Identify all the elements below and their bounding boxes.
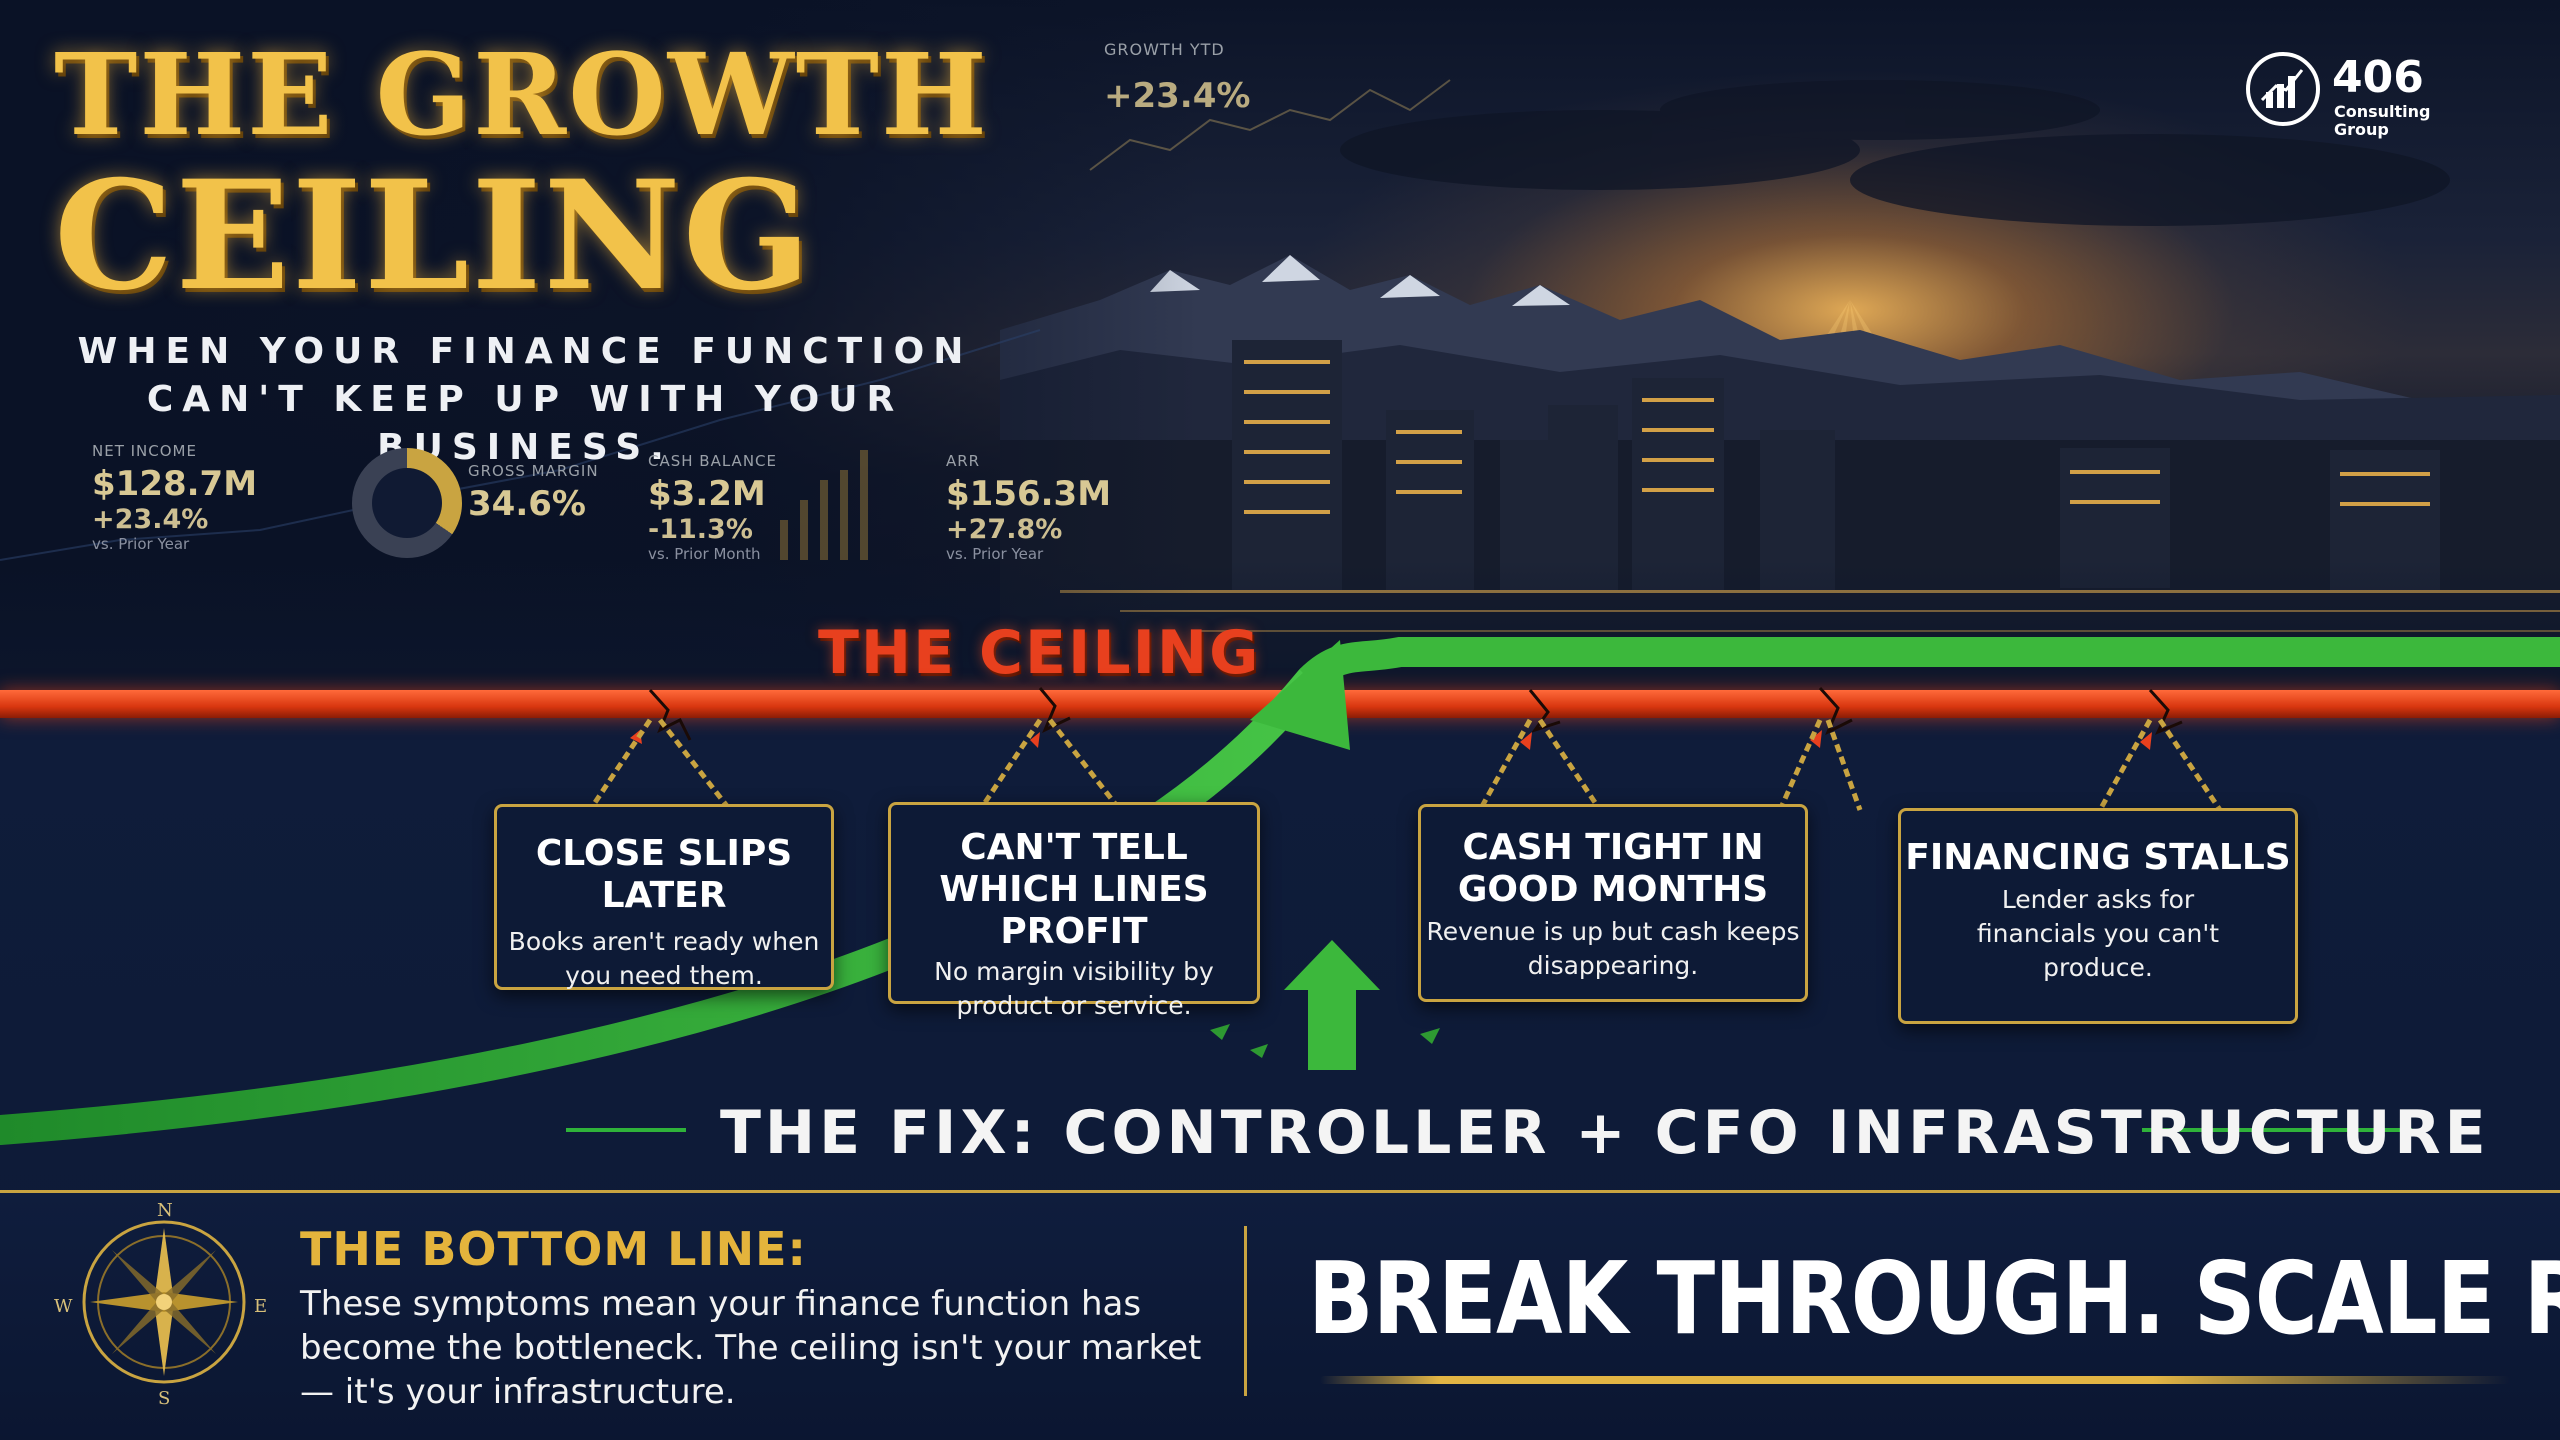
symptom-card: CASH TIGHT IN GOOD MONTHS Revenue is up … (1418, 804, 1808, 1002)
stat-label: GROSS MARGIN (468, 462, 599, 480)
tagline: BREAK THROUGH. SCALE RIGHT. (1308, 1240, 2560, 1357)
symptom-body: Books aren't ready when you need them. (508, 927, 820, 990)
growth-ytd-value: +23.4% (1104, 76, 1251, 116)
ceiling-label: THE CEILING (818, 618, 1261, 688)
compass-east: E (254, 1296, 268, 1317)
symptom-body: Revenue is up but cash keeps disappearin… (1426, 917, 1800, 980)
stat-change: -11.3% (648, 514, 753, 545)
fix-label: THE FIX: CONTROLLER + CFO INFRASTRUCTURE (720, 1098, 2490, 1168)
stat-sub: vs. Prior Year (946, 545, 1044, 563)
symptom-card: CAN'T TELL WHICH LINES PROFIT No margin … (888, 802, 1260, 1020)
symptom-title: FINANCING STALLS (1905, 837, 2291, 878)
title-line-2: CEILING (54, 148, 813, 324)
symptom-card: FINANCING STALLS Lender asks for financi… (1898, 808, 2298, 1024)
stat-value: $128.7M (92, 464, 258, 504)
compass-west: W (54, 1296, 73, 1317)
compass-south: S (158, 1388, 171, 1409)
logo-text-line-1: Consulting (2334, 102, 2431, 121)
stat-label: NET INCOME (92, 442, 197, 460)
bottom-line-body: These symptoms mean your finance functio… (300, 1284, 1202, 1412)
stat-sub: vs. Prior Year (92, 535, 190, 553)
footer-divider (1244, 1226, 1247, 1396)
stat-change: +27.8% (946, 514, 1063, 545)
fix-divider-left (566, 1128, 686, 1132)
stat-change: +23.4% (92, 504, 209, 535)
stat-value: 34.6% (468, 484, 586, 524)
symptom-title: CASH TIGHT IN GOOD MONTHS (1457, 827, 1769, 910)
logo-number: 406 (2332, 52, 2424, 103)
logo-chart-icon (2246, 52, 2320, 126)
donut-hole (372, 468, 442, 538)
card-chains (587, 718, 2223, 812)
stat-gross-margin: GROSS MARGIN 34.6% (468, 462, 599, 524)
scene-bottom-fade (0, 560, 2560, 700)
stat-label: ARR (946, 452, 981, 470)
logo-text-line-2: Group (2334, 120, 2389, 139)
compass-icon (82, 1220, 246, 1384)
stat-cash-balance: CASH BALANCE $3.2M -11.3% vs. Prior Mont… (648, 452, 777, 563)
symptom-title: CLOSE SLIPS LATER (535, 833, 793, 916)
symptom-card: CLOSE SLIPS LATER Books aren't ready whe… (494, 804, 834, 990)
compass-north: N (157, 1200, 173, 1221)
symptom-body: Lender asks for financials you can't pro… (1976, 885, 2220, 982)
stat-value: $3.2M (648, 474, 766, 514)
growth-ytd-label: GROWTH YTD (1104, 40, 1225, 59)
stat-value: $156.3M (946, 474, 1112, 514)
stat-sub: vs. Prior Month (648, 545, 761, 563)
footer-band (0, 1190, 2560, 1440)
tagline-underline (1320, 1376, 2510, 1384)
background-chart-lines (0, 79, 1451, 561)
stat-label: CASH BALANCE (648, 452, 777, 470)
stat-net-income: NET INCOME $128.7M +23.4% vs. Prior Year (92, 442, 257, 553)
bottom-line-heading: THE BOTTOM LINE: (300, 1222, 807, 1276)
stat-arr: ARR $156.3M +27.8% vs. Prior Year (946, 452, 1111, 563)
subtitle: WHEN YOUR FINANCE FUNCTION CAN'T KEEP UP… (77, 331, 973, 468)
title-line-1: THE GROWTH (54, 30, 989, 161)
symptom-title: CAN'T TELL WHICH LINES PROFIT (939, 827, 1209, 952)
fix-arrow-icon (1284, 940, 1380, 1070)
fix-divider-right (2142, 1128, 2412, 1132)
growth-arrow-icon (0, 637, 2560, 1145)
symptom-body: No margin visibility by product or servi… (934, 957, 1214, 1020)
